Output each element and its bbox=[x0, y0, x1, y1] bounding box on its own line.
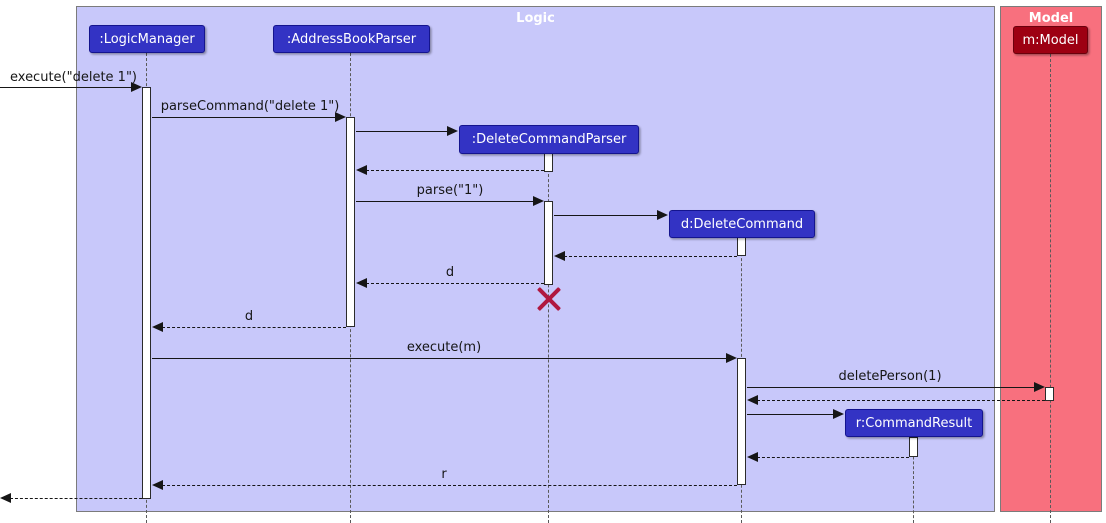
message-line-parse bbox=[356, 201, 534, 202]
message-label-return-d-manager: d bbox=[244, 309, 254, 324]
destroy-x-icon bbox=[536, 286, 562, 312]
message-line-create-delete-command bbox=[554, 215, 658, 216]
return-line-create-delete-command-parser bbox=[366, 170, 544, 171]
logic-frame-title: Logic bbox=[516, 11, 555, 26]
message-line-create-delete-command-parser bbox=[356, 131, 448, 132]
lifeline-delete-command-parser bbox=[548, 154, 549, 523]
activation-address-book-parser bbox=[346, 117, 355, 327]
message-label-execute-m: execute(m) bbox=[406, 340, 482, 355]
arrowhead-left-icon bbox=[747, 395, 758, 405]
arrowhead-right-icon bbox=[447, 126, 458, 136]
participant-logic-manager: :LogicManager bbox=[89, 25, 205, 53]
model-frame: Model bbox=[1000, 6, 1102, 512]
message-label-parse: parse("1") bbox=[416, 183, 484, 198]
participant-model: m:Model bbox=[1013, 26, 1088, 54]
activation-logic-manager bbox=[142, 87, 151, 499]
message-label-parse-command: parseCommand("delete 1") bbox=[160, 99, 340, 114]
return-line-d-to-parser bbox=[366, 283, 544, 284]
arrowhead-right-icon bbox=[131, 82, 142, 92]
participant-address-book-parser: :AddressBookParser bbox=[273, 25, 430, 53]
return-line-final bbox=[10, 498, 142, 499]
arrowhead-left-icon bbox=[0, 493, 11, 503]
arrowhead-left-icon bbox=[356, 165, 367, 175]
message-label-delete-person: deletePerson(1) bbox=[838, 369, 942, 384]
activation-model bbox=[1045, 387, 1054, 401]
lifeline-command-result bbox=[913, 437, 914, 523]
participant-delete-command: d:DeleteCommand bbox=[669, 210, 815, 238]
participant-command-result: r:CommandResult bbox=[845, 409, 983, 437]
arrowhead-left-icon bbox=[152, 322, 163, 332]
message-line-delete-person bbox=[747, 387, 1035, 388]
return-line-r bbox=[162, 485, 737, 486]
activation-command-result bbox=[909, 437, 918, 457]
arrowhead-left-icon bbox=[747, 452, 758, 462]
arrowhead-left-icon bbox=[152, 480, 163, 490]
model-frame-title: Model bbox=[1028, 11, 1074, 26]
message-label-return-r: r bbox=[441, 467, 447, 482]
arrowhead-left-icon bbox=[554, 251, 565, 261]
activation-delete-command-parser-create bbox=[544, 153, 553, 172]
arrowhead-right-icon bbox=[657, 210, 668, 220]
arrowhead-right-icon bbox=[533, 196, 544, 206]
arrowhead-right-icon bbox=[726, 353, 737, 363]
return-line-create-command-result bbox=[757, 457, 909, 458]
arrowhead-right-icon bbox=[1034, 382, 1045, 392]
message-label-execute-delete: execute("delete 1") bbox=[10, 70, 138, 85]
return-line-delete-person bbox=[757, 400, 1045, 401]
lifeline-model bbox=[1050, 54, 1051, 523]
logic-frame: Logic bbox=[76, 6, 995, 512]
message-label-return-d-parser: d bbox=[445, 265, 455, 280]
activation-delete-command-execute bbox=[737, 358, 746, 485]
message-line-execute-m bbox=[152, 358, 727, 359]
arrowhead-right-icon bbox=[335, 112, 346, 122]
activation-delete-command-create bbox=[737, 237, 746, 256]
arrowhead-left-icon bbox=[356, 278, 367, 288]
participant-delete-command-parser: :DeleteCommandParser bbox=[459, 125, 639, 154]
return-line-create-delete-command bbox=[564, 256, 737, 257]
message-line-parse-command bbox=[152, 117, 336, 118]
activation-delete-command-parser-parse bbox=[544, 201, 553, 285]
arrowhead-right-icon bbox=[833, 409, 844, 419]
message-line-create-command-result bbox=[747, 414, 834, 415]
message-line-execute-delete bbox=[0, 87, 132, 88]
return-line-d-to-manager bbox=[162, 327, 346, 328]
